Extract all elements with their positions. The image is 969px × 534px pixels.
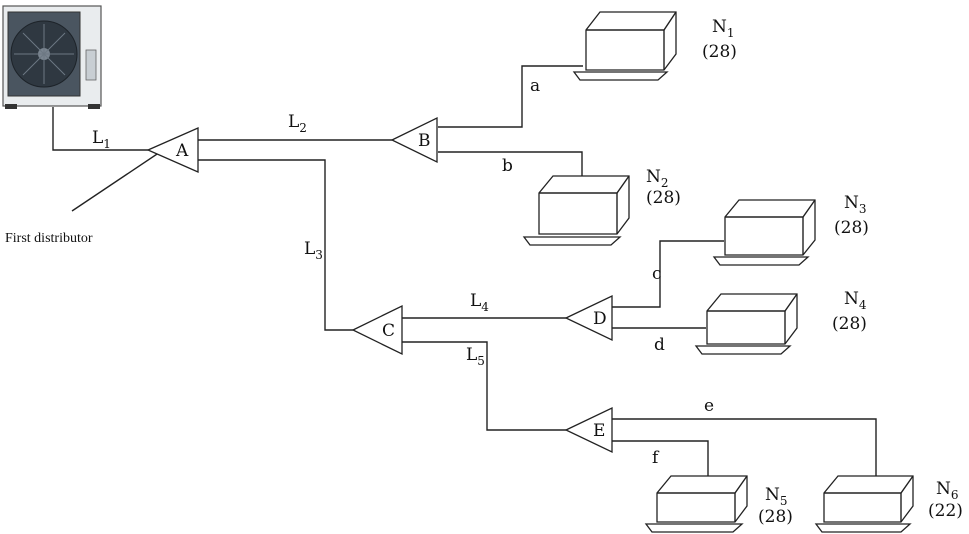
indoor-unit-N2	[522, 175, 630, 246]
pipe-L1	[52, 107, 148, 151]
label-L5: L5	[466, 345, 485, 368]
svg-text:(22): (22)	[928, 501, 963, 521]
svg-text:(28): (28)	[702, 42, 737, 62]
label-e: e	[704, 396, 714, 416]
svg-text:(28): (28)	[832, 314, 867, 334]
label-L4: L4	[470, 291, 489, 314]
indoor-unit-N3	[712, 199, 816, 266]
svg-text:(28): (28)	[758, 507, 793, 527]
outdoor-unit	[2, 5, 102, 109]
label-c: c	[652, 264, 662, 284]
svg-text:N1: N1	[712, 17, 735, 40]
svg-text:A: A	[175, 141, 189, 161]
distributor-B: B	[390, 116, 438, 164]
indoor-unit-N5	[644, 475, 748, 533]
label-N2: N2 (28)	[646, 167, 681, 208]
label-L2: L2	[288, 112, 307, 135]
svg-text:(28): (28)	[646, 188, 681, 208]
distributor-C: C	[351, 304, 403, 356]
indoor-unit-N6	[814, 475, 914, 533]
svg-text:C: C	[382, 321, 395, 341]
distributor-D: D	[564, 294, 613, 342]
label-L1: L1	[92, 128, 111, 151]
pipe-a	[438, 65, 583, 128]
pipe-f	[612, 440, 709, 489]
svg-text:N4: N4	[844, 289, 867, 312]
label-N5: N5 (28)	[758, 485, 793, 527]
label-a: a	[530, 76, 540, 96]
label-b: b	[502, 156, 513, 176]
pipe-e	[612, 418, 877, 498]
svg-text:N3: N3	[844, 193, 867, 216]
label-N3: N3 (28)	[834, 193, 869, 238]
svg-text:N6: N6	[936, 479, 959, 502]
label-N6: N6 (22)	[928, 479, 963, 521]
svg-text:N2: N2	[646, 167, 669, 190]
first-distributor-label: First distributor	[5, 231, 93, 246]
distributor-A: A	[146, 127, 199, 173]
pipe-L5	[402, 341, 566, 431]
label-d: d	[654, 335, 665, 355]
svg-text:D: D	[593, 309, 607, 329]
svg-text:N5: N5	[765, 485, 788, 508]
svg-text:B: B	[418, 131, 431, 151]
svg-text:(28): (28)	[834, 218, 869, 238]
pipe-c	[612, 240, 724, 308]
pipe-L3	[198, 159, 353, 331]
label-N1: N1 (28)	[702, 17, 737, 62]
indoor-unit-N4	[694, 293, 798, 355]
indoor-unit-N1	[572, 11, 677, 81]
label-f: f	[652, 448, 660, 468]
distributor-E: E	[564, 406, 613, 454]
label-N4: N4 (28)	[832, 289, 867, 334]
pipe-lines	[52, 65, 877, 498]
label-L3: L3	[304, 239, 323, 262]
svg-text:E: E	[593, 421, 605, 441]
